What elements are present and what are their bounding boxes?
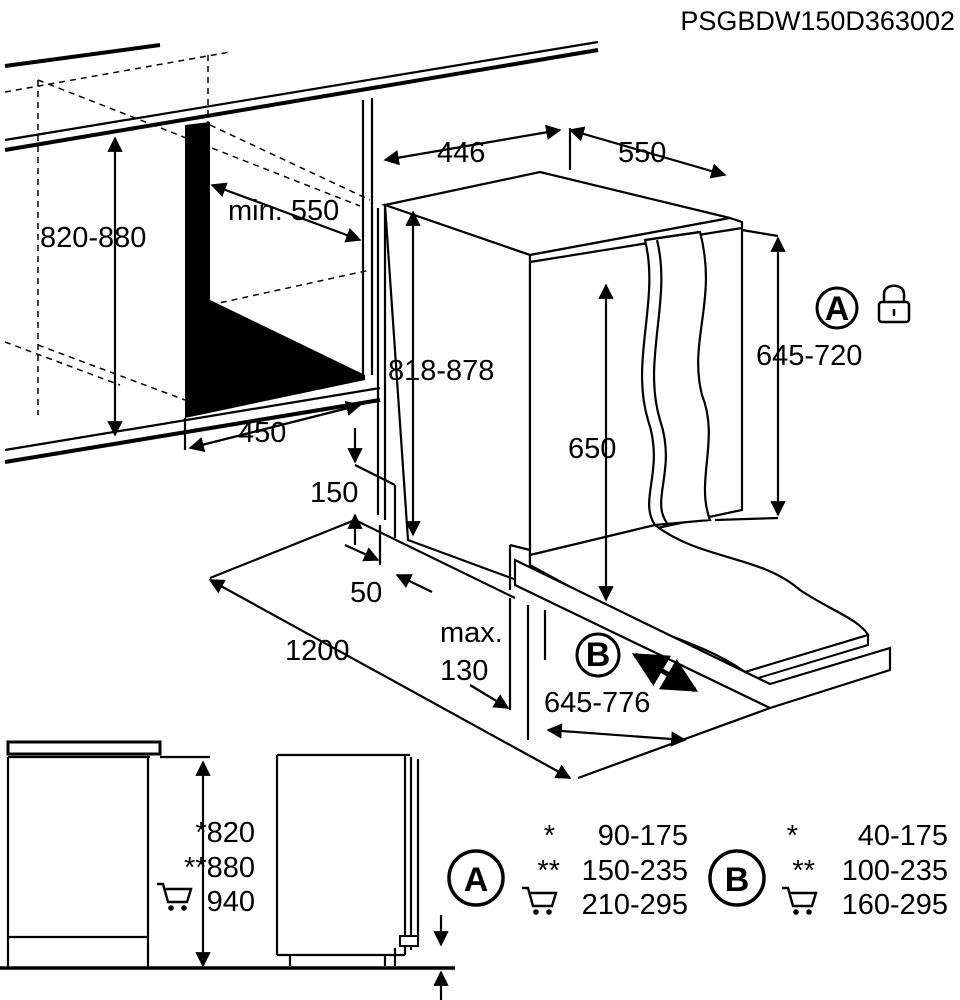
door-swing-label: 645-776 [544, 687, 650, 719]
table-a-value-1: 90-175 [598, 820, 688, 852]
svg-text:A: A [825, 290, 850, 328]
cart-icon [157, 882, 193, 911]
plinth-offset-label: 50 [350, 577, 382, 609]
table-a: A * 90-175 ** 150-235 210-295 [447, 820, 688, 921]
niche-height-label: 820-880 [40, 222, 146, 254]
table-a-mark-1: * [544, 820, 555, 852]
cart-icon [782, 886, 818, 915]
table-b-mark-1: * [787, 820, 798, 852]
plinth-height-label: 150 [310, 477, 358, 509]
side-height-3: 940 [207, 886, 255, 918]
panel-height-label: 645-720 [756, 340, 862, 372]
side-height-1: *820 [195, 817, 255, 849]
table-b-badge: B [725, 861, 750, 899]
lock-icon [877, 284, 911, 324]
appliance-height-label: 818-878 [388, 355, 494, 387]
table-a-value-2: 150-235 [582, 855, 688, 887]
table-b-mark-2: ** [792, 855, 815, 887]
cart-icon [522, 886, 558, 915]
appliance-width-label: 446 [437, 137, 485, 169]
badge-b: B [575, 632, 621, 678]
niche-depth-label: min. 550 [228, 195, 339, 227]
furniture-panel [641, 230, 712, 527]
badge-a: A [815, 286, 859, 330]
max-value-label: 130 [440, 655, 488, 687]
appliance-depth-label: 550 [618, 137, 666, 169]
svg-text:B: B [586, 636, 611, 674]
table-a-mark-2: ** [537, 855, 560, 887]
max-label: max. [440, 617, 503, 649]
table-b: B * 40-175 ** 100-235 160-295 [708, 820, 948, 921]
door-height-label: 650 [568, 433, 616, 465]
total-depth-label: 1200 [285, 635, 350, 667]
side-view-right [275, 753, 449, 1000]
table-a-badge: A [464, 861, 489, 899]
table-b-value-3: 160-295 [842, 889, 948, 921]
table-b-value-2: 100-235 [842, 855, 948, 887]
dimension-arrows [107, 124, 786, 779]
side-height-2: **880 [184, 852, 255, 884]
niche-width-label: 450 [238, 417, 286, 449]
side-view-left [6, 740, 211, 968]
open-door [508, 523, 892, 710]
table-b-value-1: 40-175 [858, 820, 948, 852]
table-a-value-3: 210-295 [582, 889, 688, 921]
model-code: PSGBDW150D363002 [680, 6, 955, 36]
